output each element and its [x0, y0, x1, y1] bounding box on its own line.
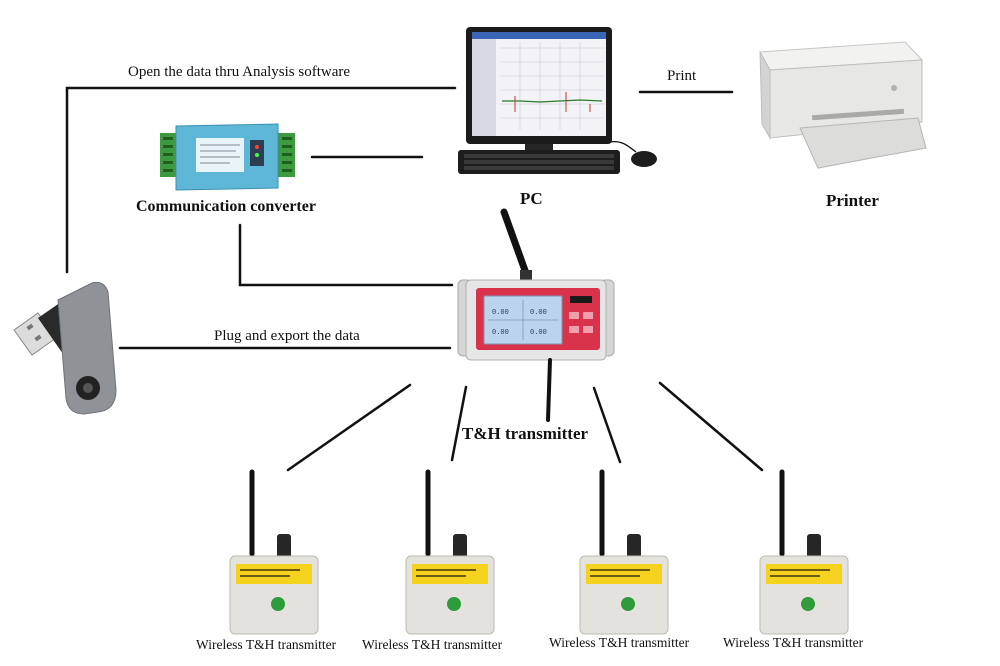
monitor-stand — [525, 144, 553, 152]
mouse-cable — [609, 140, 637, 153]
lcd-reading-3: 0.00 — [492, 329, 509, 337]
main-cable — [546, 358, 552, 422]
label-th-transmitter: T&H transmitter — [462, 424, 589, 443]
lcd-reading-4: 0.00 — [530, 329, 547, 337]
main-button — [583, 312, 593, 319]
link-sensor-3 — [592, 386, 622, 464]
sensor-indicator — [271, 597, 285, 611]
communication-converter — [160, 123, 295, 191]
label-sensor-3: Wireless T&H transmitter — [549, 635, 690, 650]
printer-power-button — [891, 85, 897, 91]
software-spikes — [514, 92, 591, 112]
connection-lines — [65, 86, 764, 472]
sensor-3 — [579, 469, 669, 635]
label-sensor-1: Wireless T&H transmitter — [196, 637, 337, 652]
usb-contact — [26, 323, 34, 331]
printer-slot — [811, 108, 905, 121]
label-sensor-4: Wireless T&H transmitter — [723, 635, 864, 650]
sensor-label-text-lines — [416, 569, 476, 571]
main-usb-port — [570, 296, 592, 303]
pc — [458, 27, 657, 174]
sensor-label-text-lines — [770, 575, 820, 577]
software-chart-grid — [500, 42, 604, 130]
printer-output-tray — [799, 117, 927, 169]
printer — [759, 41, 927, 169]
sensor-label-text-lines — [240, 575, 290, 577]
mouse — [631, 151, 657, 167]
lcd-reading-1: 0.00 — [492, 309, 509, 317]
sensor-yellow-label — [412, 564, 488, 584]
link-sensor-4 — [658, 381, 764, 472]
line-converter-to-transmitter — [238, 223, 454, 287]
printer-side — [759, 51, 771, 140]
label-printer: Printer — [826, 191, 879, 210]
main-button — [583, 326, 593, 333]
sensor-indicator — [801, 597, 815, 611]
sensor-label-text-lines — [240, 569, 300, 571]
sensor-4 — [759, 469, 849, 635]
link-sensor-1 — [286, 383, 412, 472]
usb-pivot-inner — [83, 383, 93, 393]
sensor-yellow-label — [586, 564, 662, 584]
sensor-yellow-label — [236, 564, 312, 584]
main-antenna — [500, 208, 531, 280]
usb-contact — [34, 334, 42, 342]
sensor-label-text-lines — [416, 575, 466, 577]
label-communication-converter: Communication converter — [136, 198, 316, 215]
label-open-data: Open the data thru Analysis software — [128, 64, 351, 80]
th-transmitter-main: 0.00 0.00 0.00 0.00 — [457, 208, 615, 422]
converter-led — [255, 153, 259, 157]
converter-led — [255, 145, 259, 149]
converter-label — [196, 138, 244, 172]
software-titlebar — [472, 32, 606, 39]
label-plug-export: Plug and export the data — [214, 328, 360, 344]
label-sensor-2: Wireless T&H transmitter — [362, 637, 503, 652]
sensor-label-text-lines — [590, 569, 650, 571]
sensor-label-text-lines — [770, 569, 830, 571]
link-sensor-2 — [450, 385, 468, 462]
keyboard-keys — [464, 154, 614, 170]
label-print: Print — [667, 68, 697, 84]
software-trend-line — [502, 99, 603, 103]
converter-label-lines — [200, 144, 240, 164]
usb-swivel-cover — [57, 281, 117, 415]
usb-flash-drive — [13, 281, 117, 415]
lcd-reading-2: 0.00 — [530, 309, 547, 317]
sensor-indicator — [621, 597, 635, 611]
sensor-yellow-label — [766, 564, 842, 584]
line-pc-to-usb — [65, 86, 457, 274]
sensor-1 — [229, 469, 319, 635]
main-button — [569, 312, 579, 319]
label-pc: PC — [520, 189, 543, 208]
software-sidebar — [472, 39, 496, 136]
main-button — [569, 326, 579, 333]
sensor-indicator — [447, 597, 461, 611]
sensor-2 — [405, 469, 495, 635]
sensor-label-text-lines — [590, 575, 640, 577]
converter-screws — [163, 137, 292, 172]
